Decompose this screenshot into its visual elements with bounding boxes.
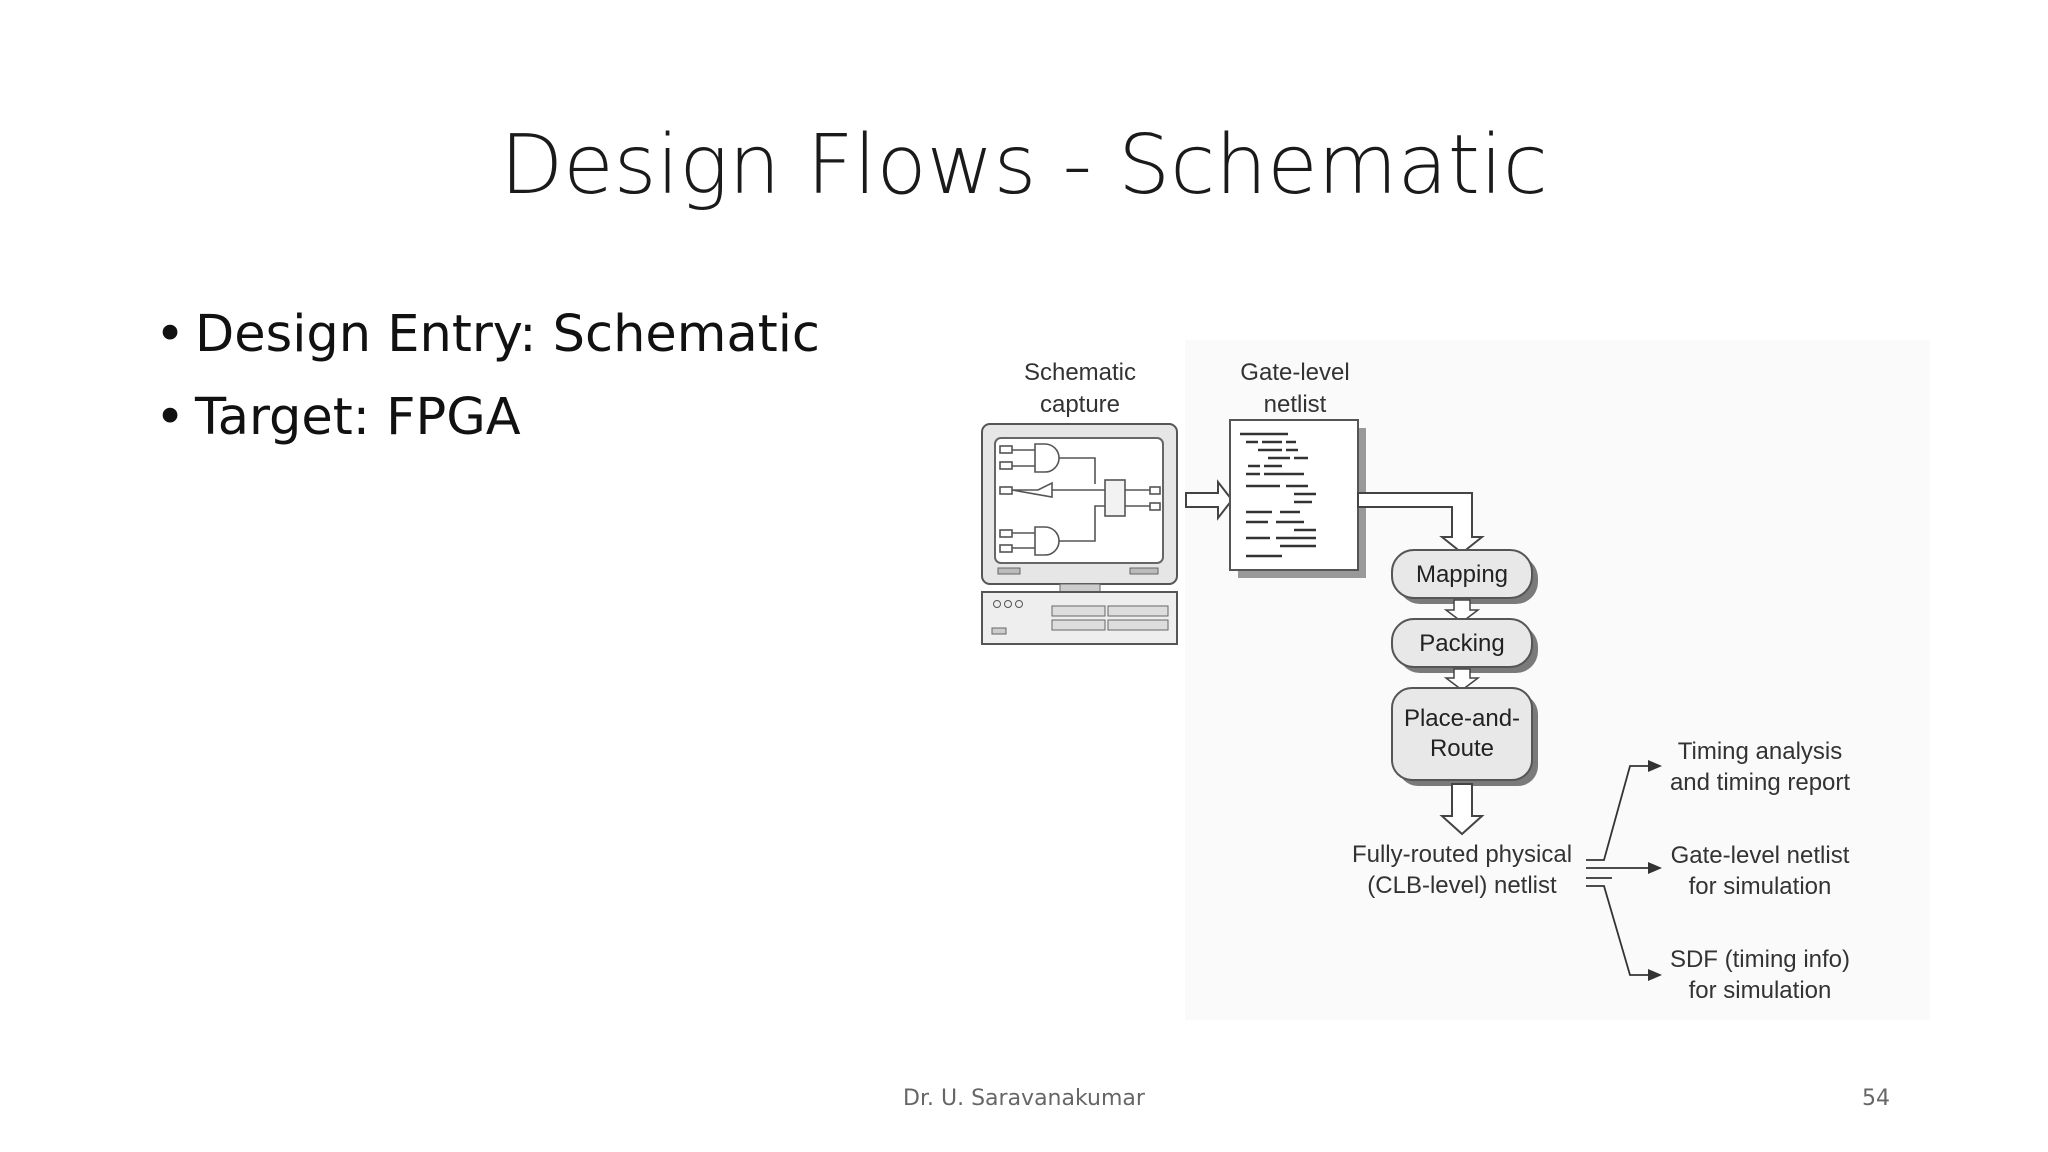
schematic-capture-label-1: Schematic	[1024, 359, 1136, 386]
physical-netlist-label-2: (CLB-level) netlist	[1367, 872, 1557, 899]
packing-step: Packing	[1391, 618, 1538, 673]
page-number: 54	[1862, 1086, 1890, 1111]
place-and-route-step: Place-and- Route	[1391, 687, 1538, 786]
gate-sim-output-label-2: for simulation	[1689, 873, 1832, 900]
computer-icon	[981, 423, 1178, 645]
slide-title: Design Flows - Schematic	[500, 118, 1548, 213]
mapping-step: Mapping	[1391, 549, 1538, 604]
timing-output-label-2: and timing report	[1670, 769, 1850, 796]
physical-netlist-label-1: Fully-routed physical	[1352, 841, 1572, 868]
bullet-item: •Design Entry: Schematic	[155, 305, 820, 364]
place-and-route-label-2: Route	[1430, 735, 1494, 762]
arrow-icon	[1439, 783, 1485, 836]
gate-level-netlist-label-1: Gate-level	[1240, 359, 1349, 386]
footer-author: Dr. U. Saravanakumar	[903, 1086, 1145, 1111]
schematic-capture-label-2: capture	[1040, 391, 1120, 418]
gate-level-netlist-label-2: netlist	[1264, 391, 1327, 418]
gate-sim-output-label-1: Gate-level netlist	[1671, 842, 1850, 869]
packing-label: Packing	[1419, 630, 1504, 657]
place-and-route-label-1: Place-and-	[1404, 705, 1520, 732]
design-flow-diagram: Schematic capture Gate-level netlist	[981, 340, 1930, 1020]
arrow-icon	[1357, 492, 1485, 555]
output-connectors	[1586, 765, 1650, 976]
arrowheads	[1648, 760, 1662, 981]
bullet-item: •Target: FPGA	[155, 388, 820, 447]
arrow-icon	[1443, 599, 1481, 623]
timing-output-label-1: Timing analysis	[1678, 738, 1843, 765]
arrow-icon	[1443, 668, 1481, 691]
sdf-output-label-2: for simulation	[1689, 977, 1832, 1004]
mapping-label: Mapping	[1416, 561, 1508, 588]
bullet-dot: •	[155, 305, 186, 364]
bullet-text: Design Entry: Schematic	[195, 305, 820, 364]
arrow-icon	[1185, 479, 1234, 521]
bullet-list: •Design Entry: Schematic •Target: FPGA	[155, 305, 820, 471]
bullet-dot: •	[155, 388, 186, 447]
bullet-text: Target: FPGA	[195, 388, 521, 447]
sdf-output-label-1: SDF (timing info)	[1670, 946, 1850, 973]
netlist-document-icon	[1229, 419, 1366, 578]
